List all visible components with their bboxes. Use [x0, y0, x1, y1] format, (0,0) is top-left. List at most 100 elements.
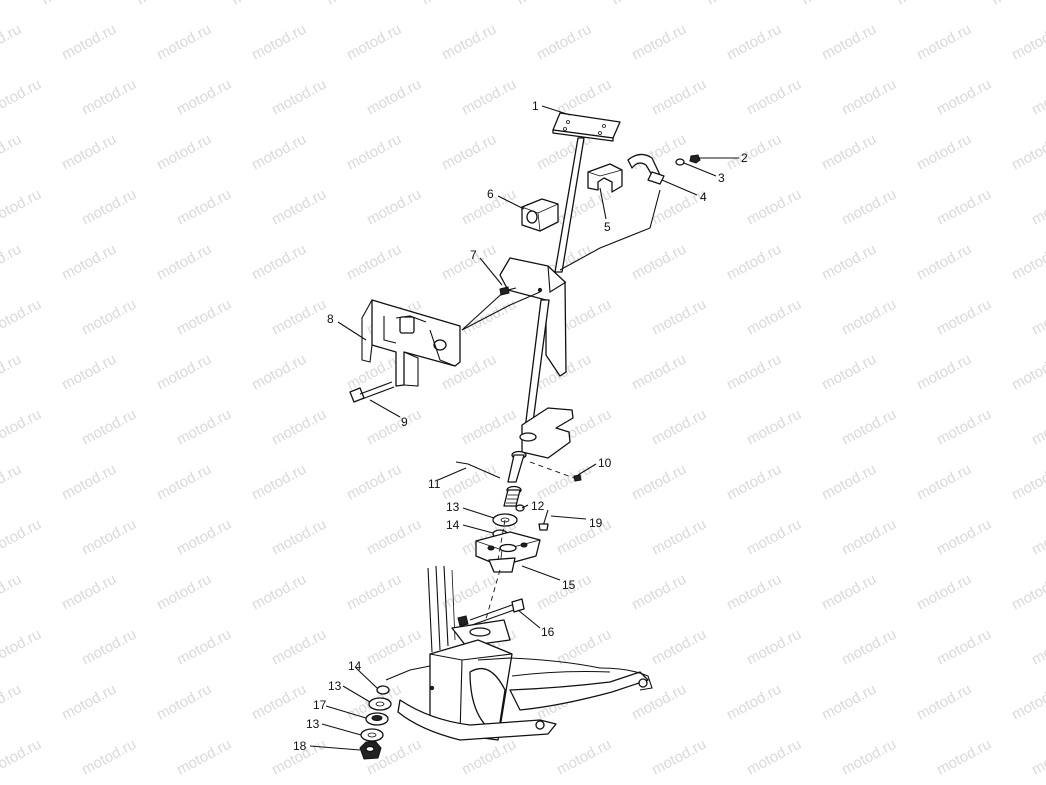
callout-14-upper: 14 [446, 518, 460, 532]
watermark-text: motod.ru [914, 21, 974, 64]
watermark-text: motod.ru [1009, 131, 1046, 174]
watermark-text: motod.ru [59, 241, 119, 284]
watermark-text: motod.ru [154, 241, 214, 284]
watermark-text: motod.ru [344, 351, 404, 394]
steering-block-part15 [475, 531, 541, 573]
leader-bracket-b [461, 287, 509, 331]
callout-2: 2 [741, 151, 748, 165]
bolt-part9 [349, 381, 395, 403]
watermark-text: motod.ru [744, 296, 804, 339]
watermark-text: motod.ru [459, 736, 519, 779]
watermark-text: motod.ru [744, 626, 804, 669]
watermark-text: motod.ru [0, 0, 4, 9]
watermark-text: motod.ru [344, 241, 404, 284]
watermark-text: motod.ru [79, 736, 139, 779]
watermark-text: motod.ru [364, 76, 424, 119]
callout-5: 5 [604, 220, 611, 234]
watermark-text: motod.ru [649, 296, 709, 339]
watermark-text: motod.ru [914, 681, 974, 724]
watermark-text: motod.ru [79, 406, 139, 449]
watermark-text: motod.ru [59, 351, 119, 394]
watermark-text: motod.ru [0, 296, 44, 339]
watermark-text: motod.ru [914, 571, 974, 614]
watermark-text: motod.ru [1029, 626, 1046, 669]
leader-lines [309, 105, 739, 751]
bushing-block-part6 [521, 198, 559, 232]
watermark-text: motod.ru [0, 516, 44, 559]
watermark-text: motod.ru [269, 406, 329, 449]
watermark-text: motod.ru [154, 461, 214, 504]
watermark-text: motod.ru [629, 241, 689, 284]
watermark-text: motod.ru [249, 681, 309, 724]
watermark-text: motod.ru [59, 21, 119, 64]
watermark-text: motod.ru [1009, 571, 1046, 614]
watermark-text: motod.ru [629, 351, 689, 394]
watermark-text: motod.ru [174, 736, 234, 779]
callout-17: 17 [313, 698, 327, 712]
watermark-text: motod.ru [629, 21, 689, 64]
watermark-text: motod.ru [724, 131, 784, 174]
watermark-text: motod.ru [724, 351, 784, 394]
callout-8: 8 [327, 312, 334, 326]
watermark-text: motod.ru [344, 131, 404, 174]
leader-post-clamp [559, 189, 661, 271]
watermark-text: motod.ru [79, 626, 139, 669]
watermark-text: motod.ru [364, 626, 424, 669]
watermark-text: motod.ru [934, 406, 994, 449]
watermark-text: motod.ru [249, 21, 309, 64]
watermark-text: motod.ru [514, 0, 574, 9]
watermark-text: motod.ru [1009, 241, 1046, 284]
watermark-text: motod.ru [1009, 461, 1046, 504]
watermark-text: motod.ru [839, 626, 899, 669]
watermark-text: motod.ru [174, 296, 234, 339]
watermark-text: motod.ru [819, 571, 879, 614]
watermark-text: motod.ru [269, 186, 329, 229]
callout-18: 18 [293, 739, 307, 753]
callout-9: 9 [401, 415, 408, 429]
watermark-text: motod.ru [134, 0, 194, 9]
watermark-text: motod.ru [439, 461, 499, 504]
watermark-text: motod.ru [914, 241, 974, 284]
watermark-text: motod.ru [59, 131, 119, 174]
watermark-text: motod.ru [704, 0, 764, 9]
watermark-text: motod.ru [79, 296, 139, 339]
watermark-text: motod.ru [554, 736, 614, 779]
watermark-text: motod.ru [1009, 21, 1046, 64]
support-bracket-part8 [361, 299, 461, 387]
watermark-text: motod.ru [649, 626, 709, 669]
watermark-text: motod.ru [629, 131, 689, 174]
watermark-text: motod.ru [79, 76, 139, 119]
leader-bracket [461, 291, 541, 331]
callout-11: 11 [428, 477, 441, 491]
watermark-text: motod.ru [174, 406, 234, 449]
watermark-text: motod.ru [554, 516, 614, 559]
watermark-text: motod.ru [39, 0, 99, 9]
watermark-text: motod.ru [934, 736, 994, 779]
watermark-text: motod.ru [249, 241, 309, 284]
washer-part12 [515, 504, 525, 512]
callout-1: 1 [532, 99, 539, 113]
watermark-text: motod.ru [819, 461, 879, 504]
watermark-text: motod.ru [344, 571, 404, 614]
washer-part3 [675, 158, 685, 166]
watermark-text: motod.ru [819, 131, 879, 174]
watermark-text: motod.ru [629, 571, 689, 614]
watermark-text: motod.ru [439, 131, 499, 174]
leader-lower-stack [385, 665, 431, 681]
watermark-text: motod.ru [839, 516, 899, 559]
bolt-part10 [573, 474, 582, 482]
watermark-text: motod.ru [724, 241, 784, 284]
callout-13-lower-a: 13 [328, 679, 342, 693]
watermark-text: motod.ru [914, 131, 974, 174]
nut-part2 [689, 154, 701, 164]
castle-nut-part18 [359, 741, 382, 760]
axis-line-upper [497, 519, 506, 561]
bolt-part7 [499, 286, 517, 296]
washer-part13-lower-b [360, 728, 384, 742]
watermark-text: motod.ru [1009, 681, 1046, 724]
spindle-housing [427, 565, 511, 653]
watermark-text: motod.ru [744, 736, 804, 779]
ring-part14-lower [376, 685, 390, 695]
watermark-text: motod.ru [1029, 186, 1046, 229]
callout-12: 12 [531, 499, 545, 513]
